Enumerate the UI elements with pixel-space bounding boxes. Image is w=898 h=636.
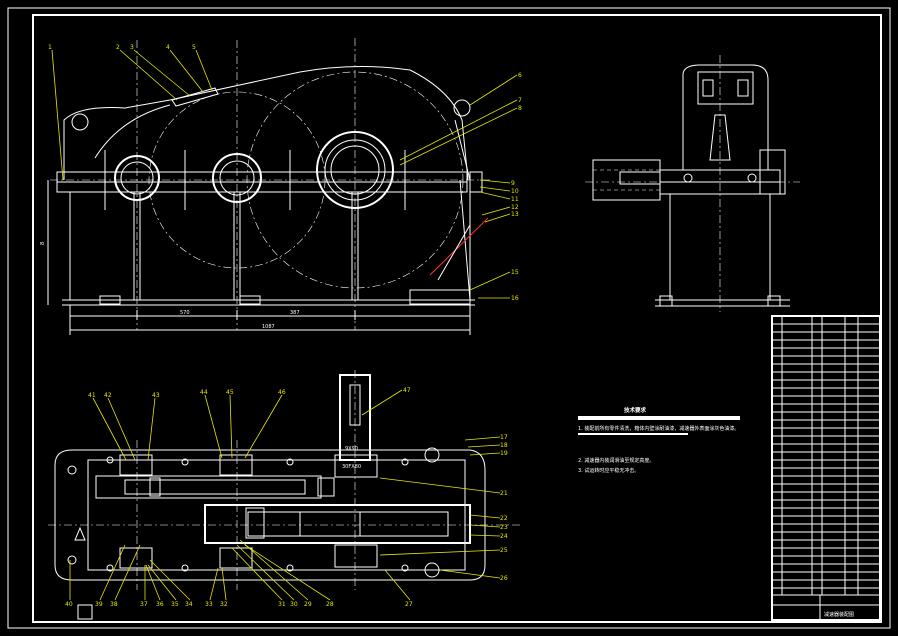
part-label-36: 36 <box>156 601 164 608</box>
part-label-5: 5 <box>192 44 196 51</box>
part-label-22: 22 <box>500 515 508 522</box>
note-2: 2. 减速器内装润滑油至规定高度。 <box>578 457 654 464</box>
note-3: 3. 试运转时应平稳无冲击。 <box>578 467 639 474</box>
part-label-46: 46 <box>278 389 286 396</box>
part-label-33: 33 <box>205 601 213 608</box>
part-label-1: 1 <box>48 44 52 51</box>
part-label-16: 16 <box>511 295 519 302</box>
part-label-8: 8 <box>518 105 522 112</box>
part-label-28: 28 <box>326 601 334 608</box>
technical-notes: 技术要求 1. 装配前所有零件清洗，箱体内壁涂耐油漆，减速器外表面涂灰色油漆。 … <box>578 406 740 474</box>
part-label-31: 31 <box>278 601 286 608</box>
dim-total-length: 1087 <box>262 324 275 330</box>
dim-span-2: 387 <box>290 310 300 316</box>
part-label-17: 17 <box>500 434 508 441</box>
dim-height: 8 <box>40 242 46 245</box>
part-label-29: 29 <box>304 601 312 608</box>
part-label-12: 12 <box>511 204 519 211</box>
note-1: 1. 装配前所有零件清洗，箱体内壁涂耐油漆，减速器外表面涂灰色油漆。 <box>578 425 739 432</box>
part-label-47: 47 <box>403 387 411 394</box>
part-label-4: 4 <box>166 44 170 51</box>
part-label-15: 15 <box>511 269 519 276</box>
part-label-11: 11 <box>511 196 519 203</box>
part-label-26: 26 <box>500 575 508 582</box>
part-label-34: 34 <box>185 601 193 608</box>
part-label-23: 23 <box>500 524 508 531</box>
part-label-10: 10 <box>511 188 519 195</box>
side-view <box>585 55 800 312</box>
title-block: 减速器装配图 <box>771 315 881 621</box>
part-label-3: 3 <box>130 44 134 51</box>
part-label-43: 43 <box>152 392 160 399</box>
part-label-38: 38 <box>110 601 118 608</box>
part-label-2: 2 <box>116 44 120 51</box>
top-view-inline-label-1: 9X90 <box>345 446 358 452</box>
top-view-inline-label-2: 30FX80 <box>342 464 361 470</box>
part-label-21: 21 <box>500 490 508 497</box>
part-label-37: 37 <box>140 601 148 608</box>
part-label-40: 40 <box>65 601 73 608</box>
top-view-labels: 41 42 43 44 45 46 47 17 18 19 21 22 23 2… <box>65 387 508 608</box>
part-label-25: 25 <box>500 547 508 554</box>
part-label-30: 30 <box>290 601 298 608</box>
notes-title: 技术要求 <box>624 406 647 414</box>
front-view-labels: 1 2 3 4 5 6 7 8 9 10 11 12 13 15 16 <box>48 44 522 302</box>
top-view: 9X90 30FX80 <box>48 370 520 620</box>
part-label-39: 39 <box>95 601 103 608</box>
part-label-41: 41 <box>88 392 96 399</box>
inner-frame <box>32 14 882 623</box>
part-label-19: 19 <box>500 450 508 457</box>
part-label-44: 44 <box>200 389 208 396</box>
part-label-9: 9 <box>511 180 515 187</box>
front-view: 8 570 387 1087 <box>40 38 490 335</box>
part-label-6: 6 <box>518 72 522 79</box>
part-label-35: 35 <box>171 601 179 608</box>
part-label-27: 27 <box>405 601 413 608</box>
dim-span-1: 570 <box>180 310 190 316</box>
part-label-45: 45 <box>226 389 234 396</box>
drawing-title: 减速器装配图 <box>824 611 854 618</box>
outer-frame <box>7 7 891 629</box>
part-label-18: 18 <box>500 442 508 449</box>
part-label-42: 42 <box>104 392 112 399</box>
part-label-24: 24 <box>500 533 508 540</box>
part-label-7: 7 <box>518 97 522 104</box>
part-label-13: 13 <box>511 211 519 218</box>
part-label-32: 32 <box>220 601 228 608</box>
